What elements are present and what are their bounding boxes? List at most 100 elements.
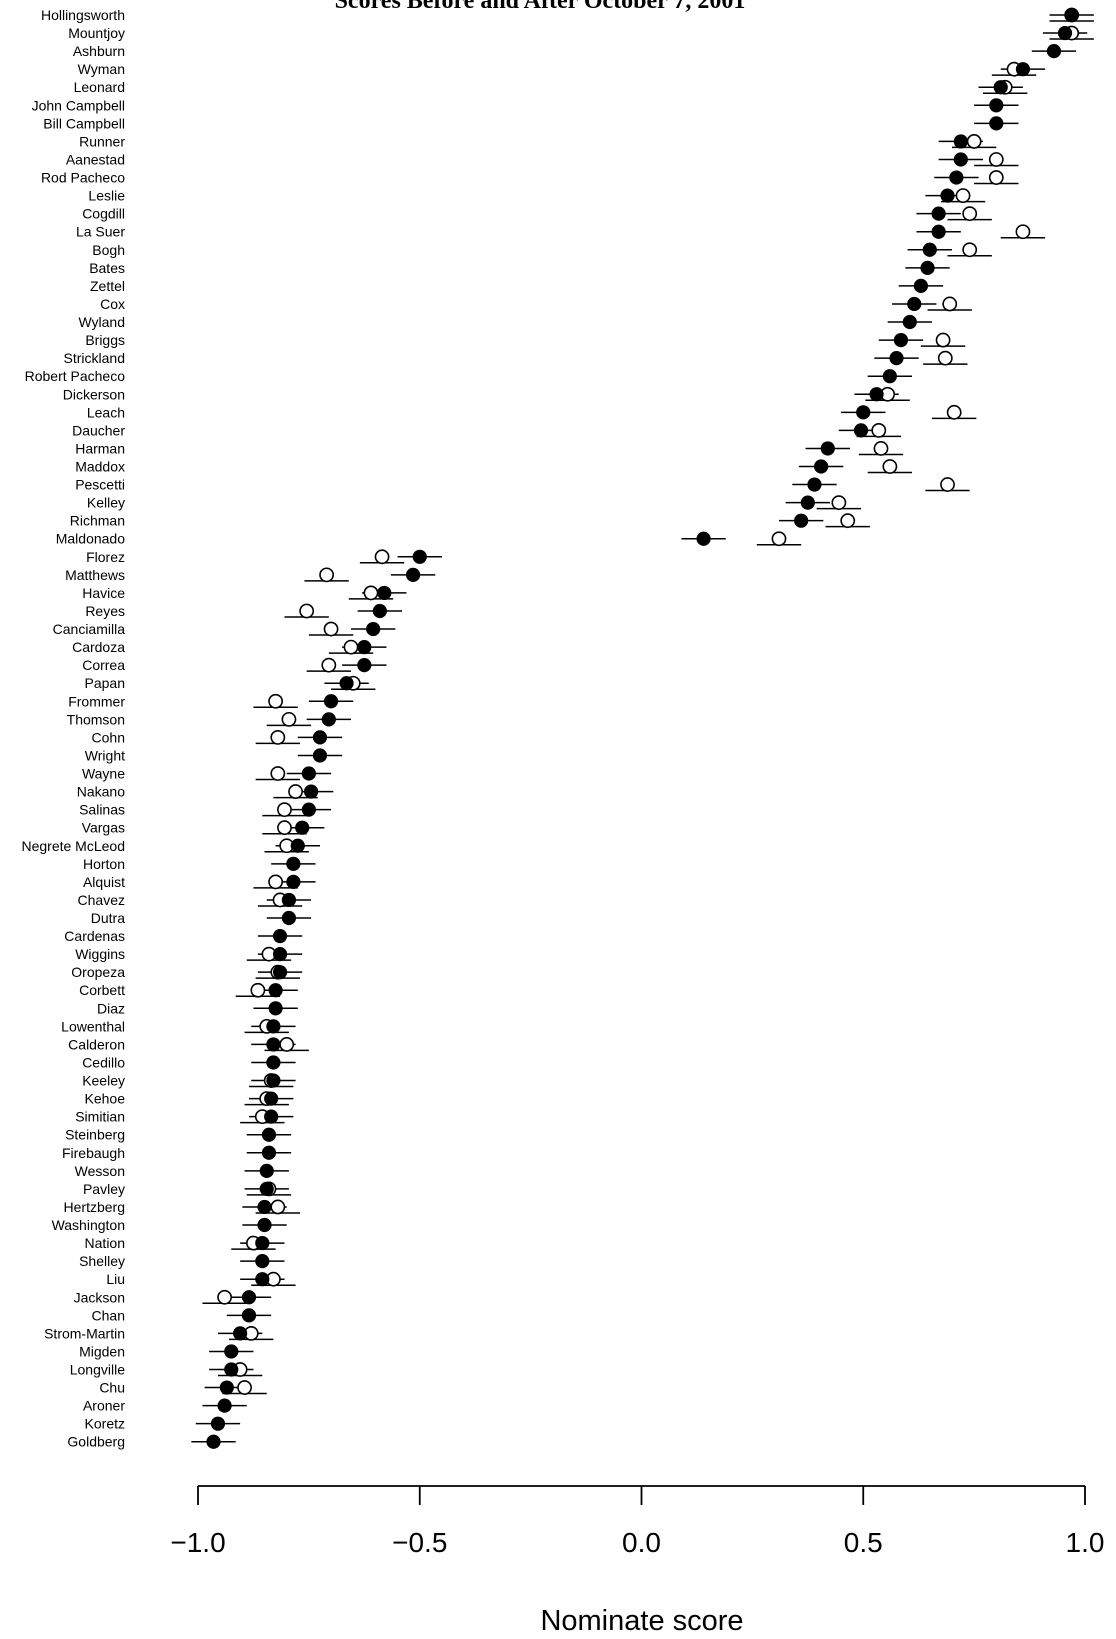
row-bates: Bates (89, 260, 950, 276)
row-salinas: Salinas (79, 802, 332, 818)
after-point (281, 711, 297, 727)
after-point (343, 639, 359, 655)
row-horton: Horton (83, 856, 316, 872)
before-point (889, 351, 904, 366)
legislator-name: Correa (82, 657, 125, 673)
row-la-suer: La Suer (76, 224, 1046, 240)
before-point (931, 224, 946, 239)
row-kehoe: Kehoe (85, 1091, 294, 1107)
legislator-name: Cohn (92, 729, 125, 745)
legislator-name: Strickland (64, 350, 125, 366)
row-oropeza: Oropeza (71, 964, 303, 980)
legislator-name: Pavley (83, 1181, 125, 1197)
after-point (319, 567, 335, 583)
before-point (241, 1308, 257, 1323)
after-point (270, 766, 286, 781)
legislator-name: Havice (82, 585, 125, 601)
row-ashburn: Ashburn (73, 43, 1077, 59)
legislator-name: Zettel (90, 278, 125, 294)
before-point (800, 495, 815, 510)
row-cox: Cox (100, 296, 972, 312)
row-correa: Correa (82, 657, 387, 673)
legislator-name: John Campbell (32, 97, 125, 113)
before-point (953, 134, 968, 149)
before-point (257, 1217, 272, 1233)
before-point (219, 1380, 234, 1395)
legislator-name: Harman (75, 440, 125, 456)
row-diaz: Diaz (97, 1000, 298, 1016)
before-point (902, 314, 917, 330)
legislator-name: Bates (89, 260, 125, 276)
legislator-name: Migden (79, 1343, 125, 1359)
legislator-name: Canciamilla (53, 621, 126, 637)
before-point (210, 1416, 226, 1431)
before-point (266, 1037, 281, 1052)
after-point (962, 242, 978, 258)
before-point (893, 332, 909, 348)
before-point (339, 676, 354, 691)
legislator-name: Hertzberg (64, 1199, 125, 1215)
legislator-name: Leonard (74, 79, 125, 95)
row-daucher: Daucher (72, 422, 901, 438)
legislator-name: Robert Pacheco (25, 368, 126, 384)
legislator-name: Salinas (79, 802, 125, 818)
row-nation: Nation (85, 1235, 285, 1251)
before-point (856, 405, 871, 420)
row-maddox: Maddox (75, 459, 913, 475)
before-point (405, 567, 421, 582)
legislator-name: Wesson (75, 1163, 125, 1179)
before-point (814, 459, 829, 474)
legislator-name: Florez (86, 549, 125, 565)
legislator-name: Corbett (79, 982, 125, 998)
legislator-name: Bill Campbell (43, 115, 125, 131)
legislator-name: Steinberg (65, 1127, 125, 1143)
after-point (831, 495, 847, 511)
row-wiggins: Wiggins (75, 946, 303, 962)
before-point (949, 170, 964, 185)
before-point (913, 278, 929, 293)
after-point (270, 730, 286, 745)
legislator-name: Liu (106, 1271, 125, 1287)
row-wyland: Wyland (78, 314, 932, 330)
before-point (295, 820, 310, 835)
legislator-name: Wyman (78, 61, 125, 77)
row-wyman: Wyman (78, 61, 1046, 77)
legislator-name: Horton (83, 856, 125, 872)
before-point (312, 730, 328, 745)
legislator-name: Frommer (68, 693, 125, 709)
legislator-name: Runner (79, 133, 125, 149)
legislator-name: Cardoza (72, 639, 125, 655)
after-point (962, 206, 978, 222)
legislator-name: Washington (52, 1217, 125, 1233)
legislator-name: Cogdill (82, 206, 125, 222)
after-point (946, 404, 962, 420)
legislator-name: Aroner (83, 1398, 125, 1414)
before-point (259, 1163, 274, 1178)
legislator-name: Alquist (83, 874, 125, 890)
legislator-name: Shelley (79, 1253, 125, 1269)
after-point (940, 477, 955, 492)
legislator-name: Koretz (85, 1416, 125, 1432)
before-point (1057, 25, 1073, 41)
before-point (1064, 7, 1079, 23)
before-point (286, 874, 301, 889)
before-point (321, 712, 336, 727)
after-point (323, 621, 339, 637)
row-canciamilla: Canciamilla (53, 621, 396, 637)
before-point (217, 1398, 232, 1413)
before-point (312, 748, 328, 763)
row-migden: Migden (79, 1343, 254, 1359)
row-jackson: Jackson (74, 1289, 272, 1305)
before-point (922, 242, 937, 257)
row-strom-martin: Strom-Martin (44, 1325, 274, 1341)
after-point (268, 874, 284, 890)
row-vargas: Vargas (82, 820, 325, 836)
before-point (241, 1290, 257, 1305)
after-point (270, 1199, 286, 1215)
legislator-name: Richman (70, 513, 125, 529)
legislator-name: Kelley (87, 495, 125, 511)
before-point (301, 802, 316, 817)
before-point (259, 1181, 274, 1197)
row-strickland: Strickland (64, 350, 968, 366)
